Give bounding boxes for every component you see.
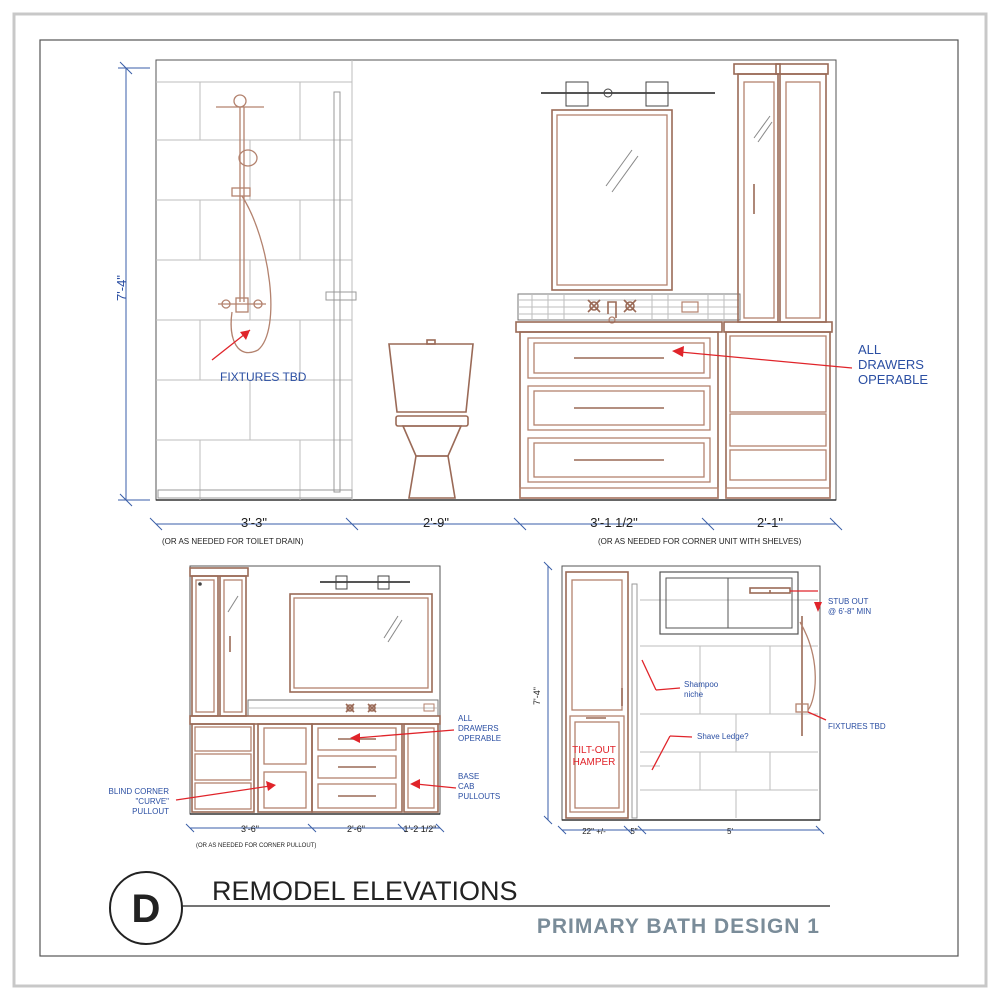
main-width-2: 2'-9": [423, 515, 449, 530]
hamper-line2: HAMPER: [573, 757, 616, 768]
vanity-drawers-line1: ALL: [458, 714, 473, 723]
drawers-note-line2: DRAWERS: [858, 357, 924, 372]
shower-elevation: 7'-4" 22" +/- 5" 5' STUB OUT @ 6'-8" MIN…: [532, 561, 886, 836]
mirror: [551, 109, 673, 291]
base-cab-line3: PULLOUTS: [458, 792, 500, 801]
shower-fixture: [216, 94, 272, 354]
drawers-note-line1: ALL: [858, 342, 881, 357]
vanity-drawers-line2: DRAWERS: [458, 724, 499, 733]
tall-cabinet: [723, 63, 833, 499]
outer-border: [12, 12, 988, 988]
shower-fixtures-note: FIXTURES TBD: [828, 722, 886, 731]
backsplash: [517, 293, 741, 321]
title-block: D REMODEL ELEVATIONS PRIMARY BATH DESIGN…: [109, 871, 830, 945]
inner-border: [39, 39, 959, 957]
blind-corner-line3: PULLOUT: [132, 807, 169, 816]
stub-out-line2: @ 6'-8" MIN: [828, 607, 871, 616]
vanity-cabinet: [515, 321, 723, 499]
base-cab-line1: BASE: [458, 772, 479, 781]
main-width-1: 3'-3": [241, 515, 267, 530]
shower-curb: [157, 489, 353, 499]
fixtures-note: FIXTURES TBD: [220, 370, 307, 384]
toilet: [388, 339, 474, 499]
vanity-drawers-line3: OPERABLE: [458, 734, 501, 743]
main-height-label: 7'-4": [114, 275, 129, 301]
stub-out-line1: STUB OUT: [828, 597, 869, 606]
shower-width-1: 22" +/-: [582, 827, 606, 836]
shampoo-line1: Shampoo: [684, 680, 719, 689]
shave-ledge-note: Shave Ledge?: [697, 732, 749, 741]
sheet-letter-circle: [109, 871, 183, 945]
sheet-letter: D: [132, 887, 161, 931]
main-height-dimension: [118, 61, 150, 507]
vanity-light: [541, 81, 715, 107]
shower-width-2: 5": [630, 827, 637, 836]
window: [659, 571, 799, 635]
main-width-4: 2'-1": [757, 515, 783, 530]
main-width-dimension: [149, 517, 843, 531]
shower-tile-grid: [156, 60, 353, 500]
backsplash-joints: [531, 294, 725, 320]
corner-pullout-note: (OR AS NEEDED FOR CORNER PULLOUT): [196, 843, 316, 849]
faucet: [587, 299, 637, 324]
main-width-3: 3'-1 1/2": [590, 515, 638, 530]
drawers-note-line3: OPERABLE: [858, 372, 928, 387]
outlet: [681, 301, 699, 313]
corner-unit-note: (OR AS NEEDED FOR CORNER UNIT WITH SHELV…: [598, 537, 802, 546]
hamper-line1: TILT-OUT: [572, 745, 616, 756]
shampoo-line2: niche: [684, 690, 704, 699]
blind-corner-line1: BLIND CORNER: [109, 787, 170, 796]
sheet-title: REMODEL ELEVATIONS: [212, 876, 518, 906]
shower-height-label: 7'-4": [532, 687, 542, 705]
vanity-elevation: 3'-6" 2'-6" 1'-2 1/2" (OR AS NEEDED FOR …: [109, 565, 501, 849]
shower-tile-grid-2: [640, 599, 818, 818]
base-cab-line2: CAB: [458, 782, 474, 791]
main-elevation: 7'-4" 3'-3" 2'-9" 3'-1 1/2" 2'-1" (OR AS…: [114, 59, 928, 546]
vanity-width-3: 1'-2 1/2": [404, 824, 437, 834]
vanity-width-1: 3'-6": [241, 824, 259, 834]
main-wall-outline: [155, 59, 837, 501]
vanity-width-2: 2'-6": [347, 824, 365, 834]
blind-corner-line2: "CURVE": [135, 797, 169, 806]
sheet-subtitle: PRIMARY BATH DESIGN 1: [537, 915, 820, 938]
drawers-leader: [679, 351, 853, 369]
shower-width-3: 5': [727, 827, 733, 836]
toilet-drain-note: (OR AS NEEDED FOR TOILET DRAIN): [162, 537, 304, 546]
